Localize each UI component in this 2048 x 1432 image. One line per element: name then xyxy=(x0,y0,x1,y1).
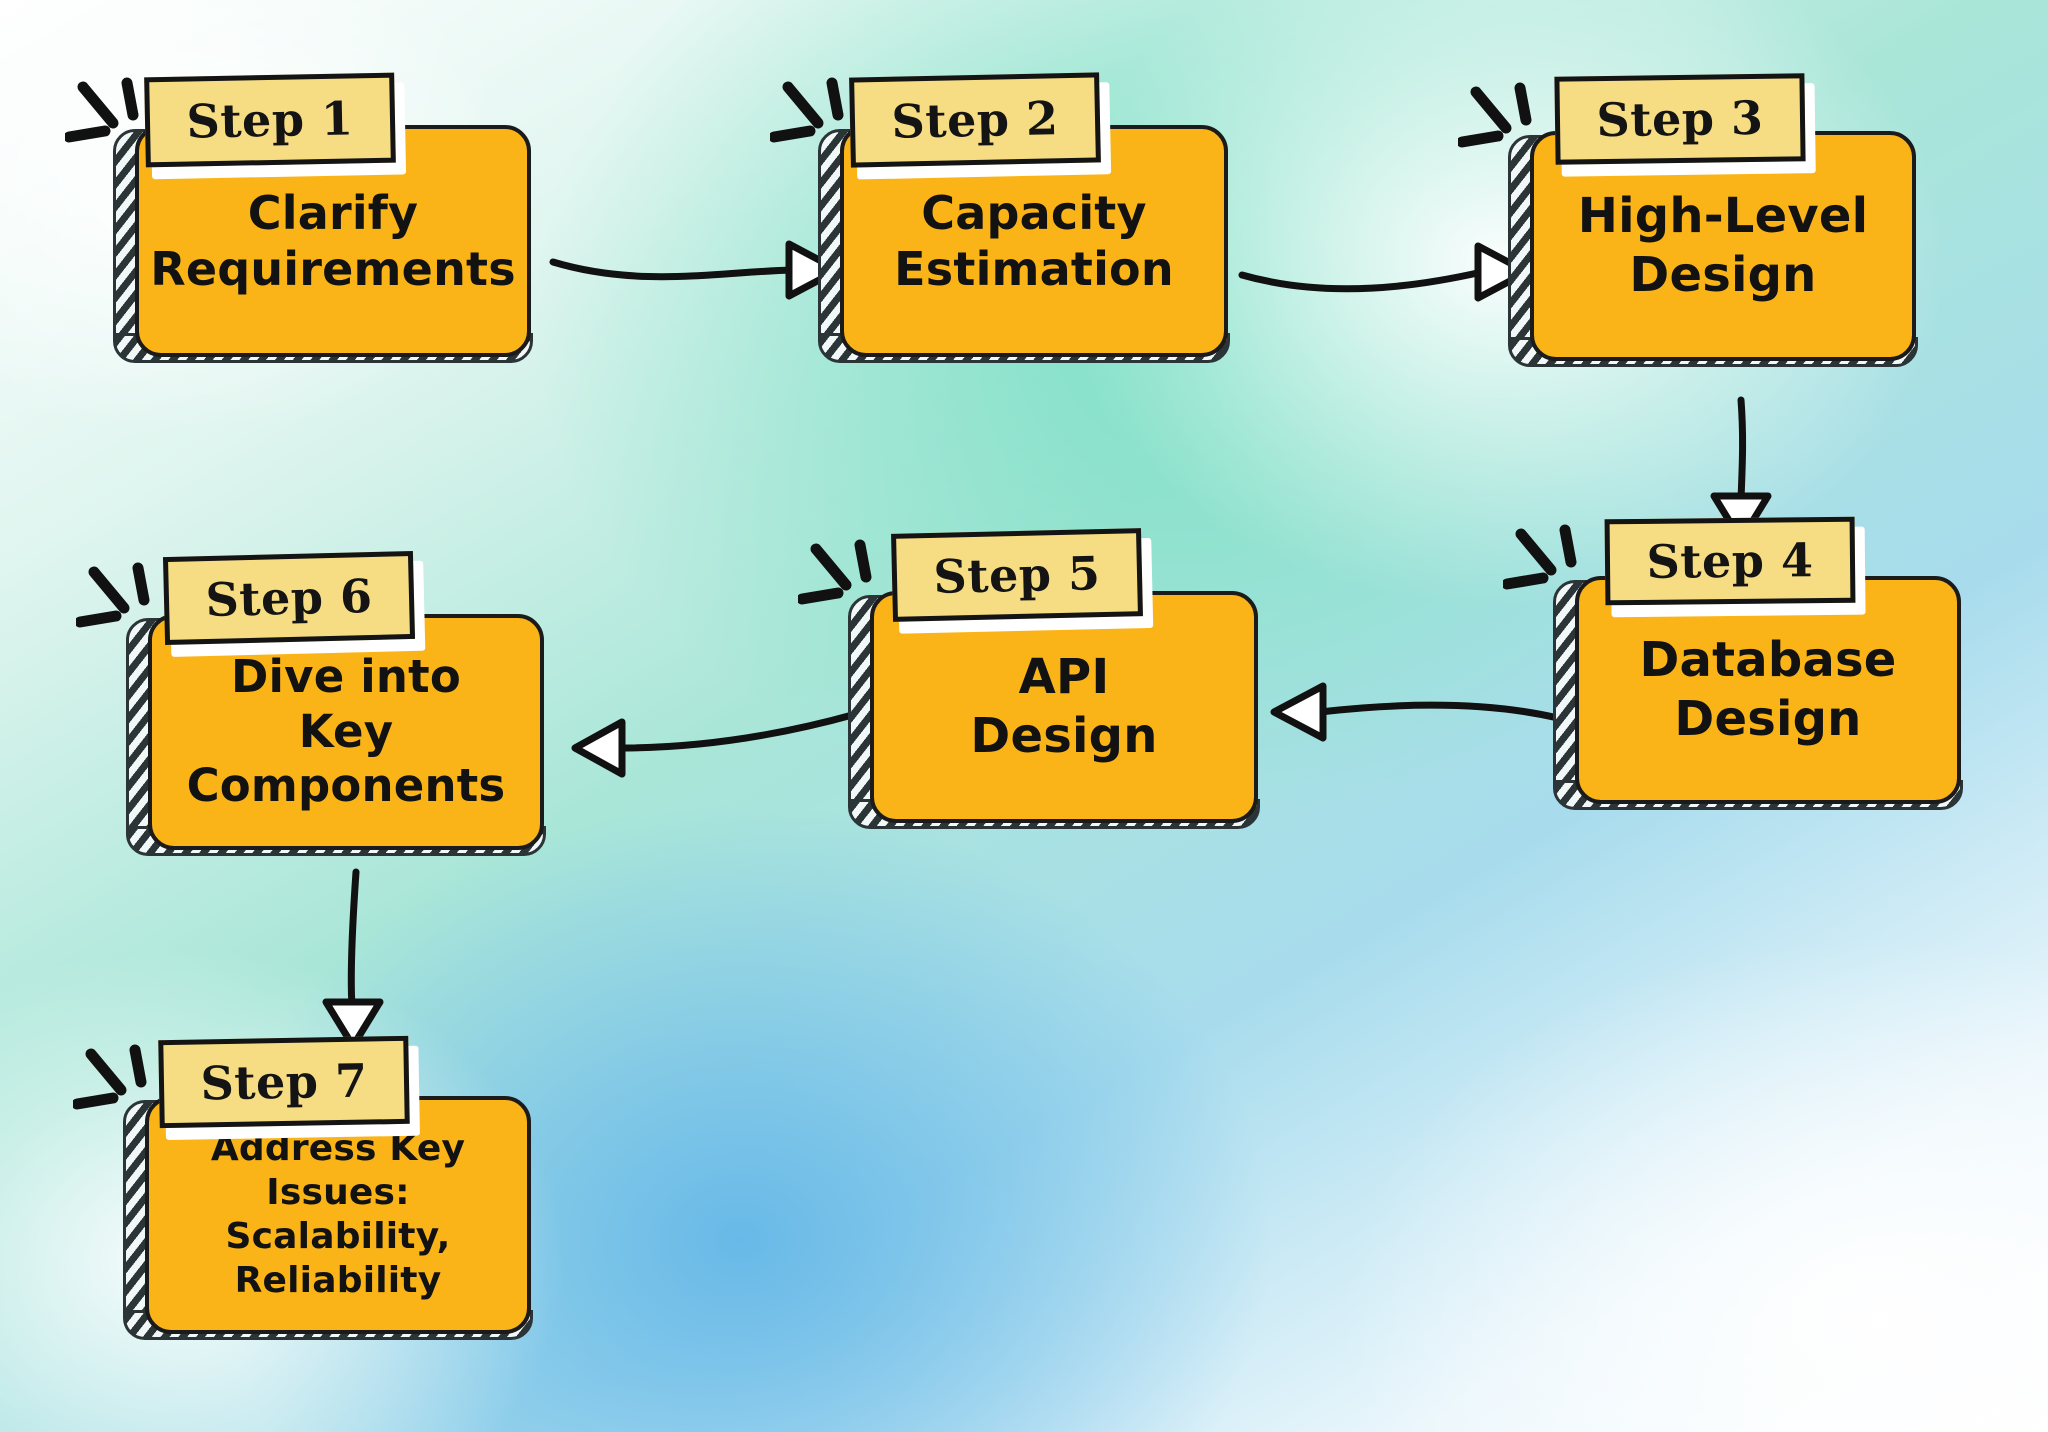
label-text: Step 3 xyxy=(1596,90,1764,148)
node-body-text: High-Level Design xyxy=(1568,187,1879,304)
label-card: Step 6 xyxy=(162,550,416,646)
node-step2[interactable]: Capacity Estimation Step 2 xyxy=(770,72,1250,385)
node-label[interactable]: Step 7 xyxy=(158,1035,420,1141)
node-step7[interactable]: Address Key Issues: Scalability, Reliabi… xyxy=(73,1035,565,1360)
node-line-1: Capacity xyxy=(921,185,1147,240)
label-text: Step 4 xyxy=(1646,533,1814,589)
node-body-text: Capacity Estimation xyxy=(884,185,1184,297)
node-line-1: High-Level xyxy=(1577,188,1869,245)
node-line-2: Design xyxy=(970,708,1158,764)
node-step4[interactable]: Database Design Step 4 xyxy=(1503,516,1995,840)
sparkle-icon xyxy=(1458,82,1532,148)
node-label[interactable]: Step 6 xyxy=(162,550,426,657)
node-step6[interactable]: Dive into Key Components Step 6 xyxy=(76,550,578,878)
label-text: Step 7 xyxy=(200,1053,368,1111)
node-body-text: Clarify Requirements xyxy=(140,185,526,297)
node-line-1: Dive into xyxy=(231,649,461,703)
edge-step5-step6 xyxy=(571,710,860,778)
node-line-1: API xyxy=(1018,649,1110,706)
node-step1[interactable]: Clarify Requirements Step 1 xyxy=(65,72,555,385)
label-card: Step 4 xyxy=(1604,516,1856,606)
label-card: Step 3 xyxy=(1554,73,1806,165)
sparkle-icon xyxy=(798,539,872,605)
node-label[interactable]: Step 2 xyxy=(849,72,1112,180)
label-text: Step 5 xyxy=(932,546,1102,604)
node-line-1: Database xyxy=(1639,632,1897,689)
node-body-text: Address Key Issues: Scalability, Reliabi… xyxy=(149,1127,527,1303)
node-line-2: Requirements xyxy=(150,242,516,296)
label-text: Step 2 xyxy=(890,91,1060,149)
node-line-2: Scalability, Reliability xyxy=(225,1216,451,1301)
node-label[interactable]: Step 5 xyxy=(891,528,1154,634)
edge-step4-step5 xyxy=(1270,682,1562,742)
node-step3[interactable]: High-Level Design Step 3 xyxy=(1458,73,1950,395)
node-line-1: Clarify xyxy=(247,185,419,240)
sparkle-icon xyxy=(770,77,844,143)
sparkle-icon xyxy=(73,1044,147,1110)
label-card: Step 7 xyxy=(158,1035,410,1129)
node-step5[interactable]: API Design Step 5 xyxy=(798,528,1290,855)
node-line-2: Key Components xyxy=(186,704,506,813)
node-label[interactable]: Step 3 xyxy=(1554,73,1816,177)
label-text: Step 1 xyxy=(186,91,354,149)
label-card: Step 1 xyxy=(144,72,396,168)
edge-step1-step2 xyxy=(549,240,842,300)
edge-step6-step7 xyxy=(322,868,384,1050)
node-body-text: Dive into Key Components xyxy=(152,650,540,815)
sparkle-icon xyxy=(1503,524,1577,590)
node-body[interactable]: Dive into Key Components xyxy=(148,614,544,850)
label-card: Step 5 xyxy=(891,528,1143,622)
node-body-text: API Design xyxy=(960,648,1167,765)
label-text: Step 6 xyxy=(204,568,374,628)
node-label[interactable]: Step 4 xyxy=(1604,516,1866,618)
node-line-2: Design xyxy=(1674,691,1862,747)
node-label[interactable]: Step 1 xyxy=(144,72,407,180)
label-card: Step 2 xyxy=(849,72,1101,168)
node-body-text: Database Design xyxy=(1629,631,1906,748)
node-line-1: Address Key Issues: xyxy=(210,1128,466,1214)
sparkle-icon xyxy=(76,562,150,628)
node-line-2: Estimation xyxy=(894,242,1174,296)
node-line-2: Design xyxy=(1629,247,1817,303)
sparkle-icon xyxy=(65,77,139,143)
edge-step2-step3 xyxy=(1238,242,1531,302)
